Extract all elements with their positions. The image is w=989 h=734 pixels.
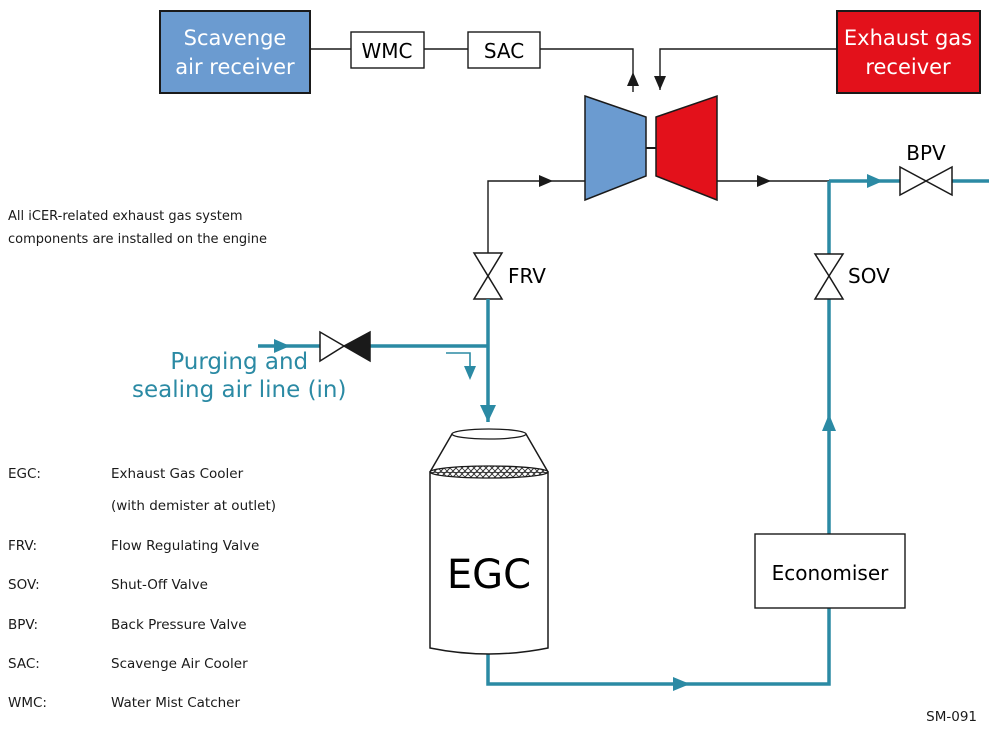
legend-desc: Exhaust Gas Cooler: [111, 466, 244, 482]
arrow-right-turbine-outlet: [757, 175, 771, 187]
purging-line-label-2: sealing air line (in): [132, 377, 347, 403]
frv-valve: FRV: [472, 252, 546, 300]
purge-valve: [319, 330, 371, 363]
arrow-down-turbine: [654, 76, 666, 90]
wmc-box: WMC: [350, 31, 425, 69]
turbocharger: [584, 94, 718, 202]
legend-abbr: WMC:: [8, 695, 47, 711]
egc-label: EGC: [447, 552, 531, 598]
scavenge-air-receiver: Scavenge air receiver: [159, 10, 311, 94]
exhaust-gas-receiver-label-1: Exhaust gas: [844, 26, 972, 50]
legend-abbr: SOV:: [8, 577, 40, 593]
installation-note-line-2: components are installed on the engine: [8, 232, 268, 247]
arrow-down-egc: [480, 405, 496, 422]
drawing-code: SM-091: [926, 709, 977, 725]
egc-vessel: EGC: [429, 428, 549, 655]
wmc-label: WMC: [362, 39, 413, 63]
sov-valve: SOV: [813, 253, 890, 300]
sac-label: SAC: [484, 39, 524, 63]
economiser-label: Economiser: [772, 561, 890, 585]
bpv-label: BPV: [906, 141, 946, 165]
scavenge-air-receiver-label-2: air receiver: [175, 55, 295, 79]
purging-line-label: Purging and sealing air line (in): [132, 348, 346, 404]
bpv-valve: BPV: [899, 141, 953, 197]
scavenge-air-receiver-label-1: Scavenge: [184, 26, 287, 50]
legend-desc: Scavenge Air Cooler: [111, 656, 248, 672]
legend-abbr: EGC:: [8, 466, 41, 482]
turbine: [655, 94, 718, 202]
teal-bypass-hook: [446, 352, 471, 372]
exhaust-gas-receiver-label-2: receiver: [865, 55, 951, 79]
legend-abbr: FRV:: [8, 538, 38, 554]
exhaust-gas-receiver: Exhaust gas receiver: [836, 10, 981, 94]
arrow-purge-in: [274, 339, 290, 353]
legend-desc: Flow Regulating Valve: [111, 538, 260, 554]
compressor: [584, 94, 647, 202]
exhaust-gas-line: [659, 48, 837, 90]
legend-desc: Water Mist Catcher: [111, 695, 241, 711]
legend-desc: Back Pressure Valve: [111, 617, 247, 633]
economiser-box: Economiser: [754, 533, 906, 609]
legend-abbr: BPV:: [8, 617, 39, 633]
arrow-right-compressor: [539, 175, 553, 187]
demister-mesh: [429, 465, 549, 479]
installation-note: All iCER-related exhaust gas system comp…: [8, 205, 267, 251]
sov-label: SOV: [848, 264, 890, 288]
sac-box: SAC: [467, 31, 541, 69]
installation-note-line-1: All iCER-related exhaust gas system: [8, 209, 243, 224]
arrow-teal-hook: [464, 366, 476, 380]
arrow-up-sov: [822, 414, 836, 431]
legend-desc: Shut-Off Valve: [111, 577, 208, 593]
frv-line: [487, 180, 585, 255]
frv-label: FRV: [508, 264, 546, 288]
arrow-right-bottom: [673, 677, 690, 691]
arrow-right-bpv-line: [867, 174, 883, 188]
legend-abbr: SAC:: [8, 656, 40, 672]
legend-desc-secondary: (with demister at outlet): [111, 498, 277, 514]
arrow-up-compressor: [627, 72, 639, 86]
purging-line-label-1: Purging and: [170, 349, 309, 375]
